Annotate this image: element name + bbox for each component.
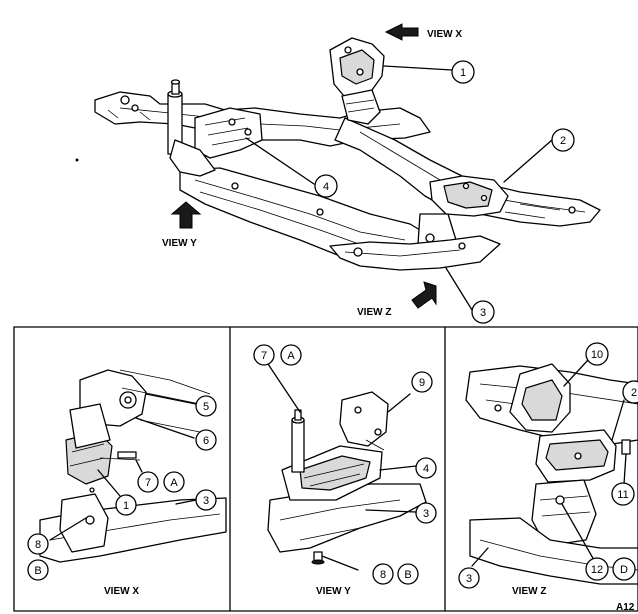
- svg-text:A: A: [287, 350, 295, 362]
- panel-x-callout-1: 1: [115, 494, 137, 516]
- panel-x-callout-5: 5: [195, 395, 217, 417]
- svg-text:2: 2: [631, 387, 637, 399]
- center-bracket: [194, 107, 263, 159]
- svg-text:8: 8: [380, 569, 386, 581]
- callout-4: 4: [314, 174, 338, 198]
- view-x-label: VIEW X: [427, 29, 462, 40]
- right-mount-bracket: [417, 175, 509, 253]
- view-y-arrow: [170, 201, 202, 229]
- panel-y-callout-A: A: [280, 344, 302, 366]
- panel-x-callout-7: 7: [137, 471, 159, 493]
- panel-z-caption: VIEW Z: [512, 586, 546, 597]
- panel-view-x: 5 6 1 7 A 3 8 B VIEW X: [27, 369, 227, 597]
- main-subframe-view: VIEW X VIEW Y VIEW Z 1 2 4 3: [75, 23, 601, 324]
- panel-z-callout-2: 2: [622, 380, 638, 404]
- panel-x-callout-3: 3: [195, 489, 217, 511]
- view-y-label: VIEW Y: [162, 238, 197, 249]
- svg-text:7: 7: [261, 350, 267, 362]
- subframe-right-front-rail: [329, 235, 501, 271]
- panel-view-y: 7 A 9 4 3 8 B VIEW Y: [253, 344, 437, 597]
- svg-text:6: 6: [203, 435, 209, 447]
- svg-text:7: 7: [145, 477, 151, 489]
- subframe-right-rail: [334, 117, 601, 227]
- callout-1: 1: [451, 60, 475, 84]
- svg-text:3: 3: [480, 307, 486, 319]
- svg-text:1: 1: [460, 67, 466, 79]
- panel-z-callout-10: 10: [585, 342, 609, 366]
- panel-y-callout-9: 9: [411, 371, 433, 393]
- detail-panels: [13, 326, 638, 612]
- view-z-arrow: [411, 281, 437, 309]
- callout-2: 2: [551, 128, 575, 152]
- svg-text:B: B: [34, 565, 41, 577]
- svg-text:B: B: [404, 569, 411, 581]
- panel-y-callout-8: 8: [372, 563, 394, 585]
- svg-text:11: 11: [617, 489, 628, 501]
- panel-x-caption: VIEW X: [104, 586, 139, 597]
- svg-text:1: 1: [123, 500, 129, 512]
- panel-y-callout-4: 4: [415, 457, 437, 479]
- svg-text:3: 3: [466, 573, 472, 585]
- panel-z-callout-3: 3: [458, 567, 480, 589]
- svg-text:10: 10: [591, 349, 603, 361]
- figure-code: A12: [616, 602, 635, 613]
- svg-text:3: 3: [203, 495, 209, 507]
- svg-text:4: 4: [323, 181, 329, 193]
- panel-z-callout-D: D: [612, 557, 636, 581]
- svg-text:3: 3: [423, 508, 429, 520]
- upper-mount-bracket: [329, 37, 385, 125]
- svg-text:A: A: [170, 477, 178, 489]
- panel-x-callout-8: 8: [27, 533, 49, 555]
- svg-text:8: 8: [35, 539, 41, 551]
- svg-text:D: D: [620, 564, 628, 576]
- panel-view-z: 10 2 11 3 12 D VIEW Z: [458, 342, 638, 597]
- subframe-left-rail: [169, 139, 216, 177]
- panel-x-callout-6: 6: [195, 429, 217, 451]
- svg-text:2: 2: [560, 135, 566, 147]
- panel-y-caption: VIEW Y: [316, 586, 351, 597]
- svg-text:4: 4: [423, 463, 429, 475]
- svg-text:9: 9: [419, 377, 425, 389]
- panel-z-callout-12: 12: [585, 557, 609, 581]
- panel-y-callout-3: 3: [415, 502, 437, 524]
- panel-y-callout-B: B: [397, 563, 419, 585]
- view-z-label: VIEW Z: [357, 307, 391, 318]
- callout-3: 3: [471, 300, 495, 324]
- panel-x-callout-A: A: [163, 471, 185, 493]
- panel-y-callout-7: 7: [253, 344, 275, 366]
- panel-z-callout-11: 11: [611, 482, 635, 506]
- panel-x-callout-B: B: [27, 559, 49, 581]
- view-x-arrow: [384, 23, 419, 41]
- svg-text:5: 5: [203, 401, 209, 413]
- svg-text:12: 12: [591, 564, 603, 576]
